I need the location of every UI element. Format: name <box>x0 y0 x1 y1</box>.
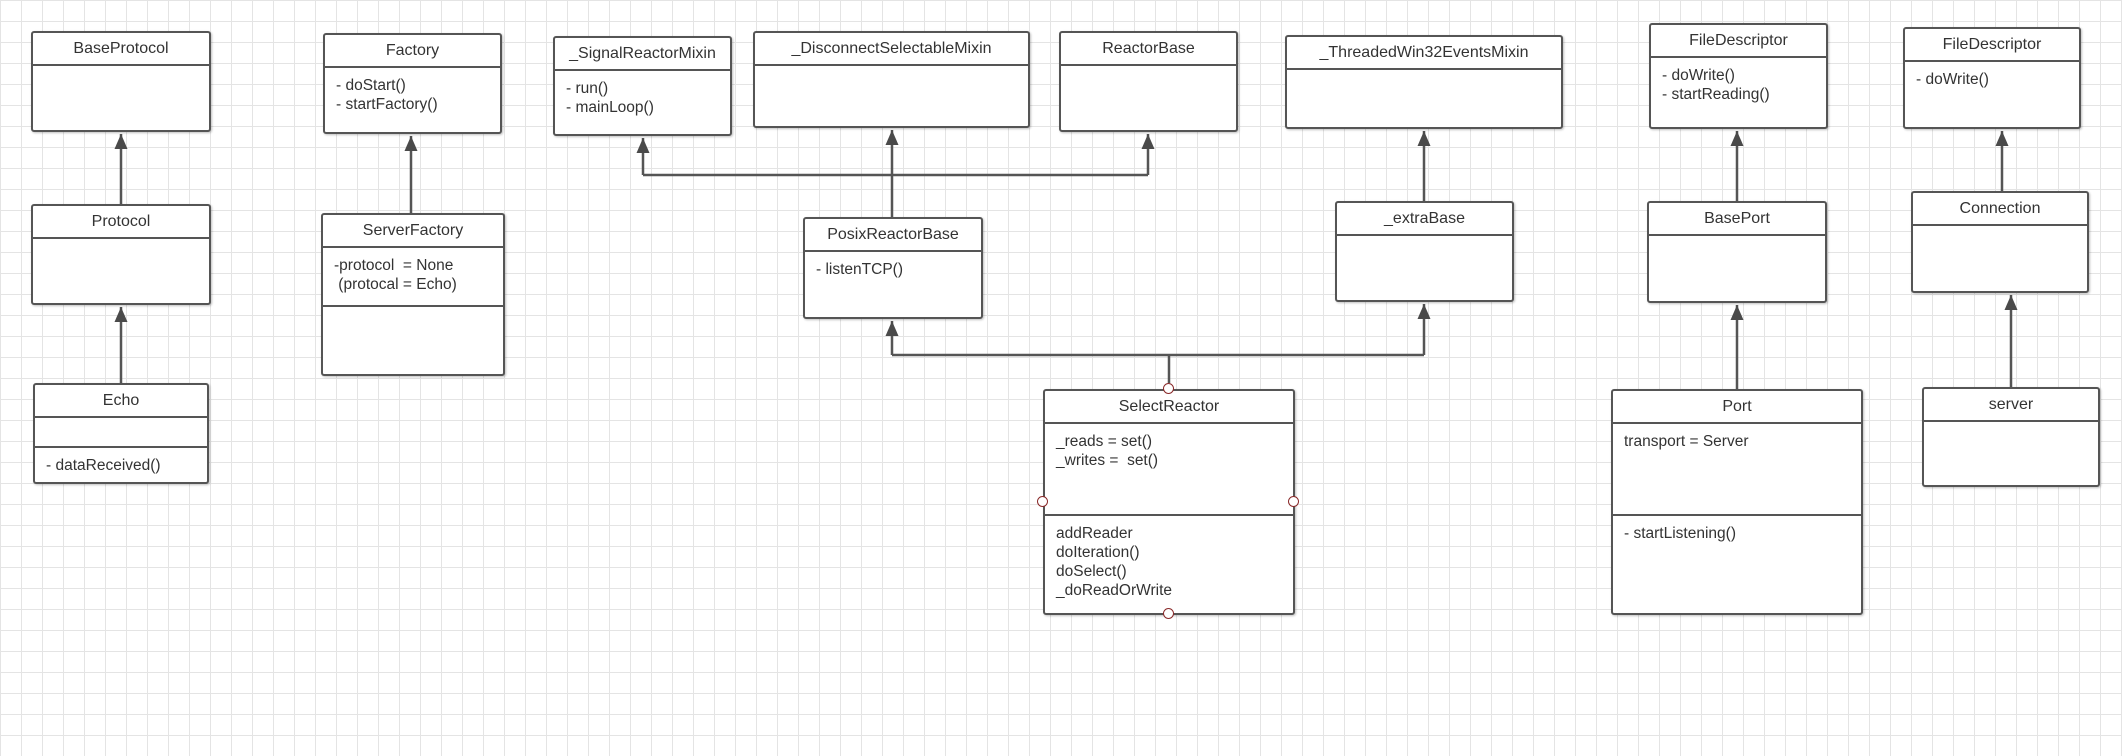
class-selectreactor[interactable]: SelectReactor_reads = set() _writes = se… <box>1043 389 1295 615</box>
class-name: FileDescriptor <box>1651 25 1826 58</box>
class-methods: - dataReceived() <box>46 457 161 474</box>
arrowhead-icon <box>636 138 650 153</box>
class-extrabase[interactable]: _extraBase <box>1335 201 1514 302</box>
arrowhead-icon <box>1141 134 1155 149</box>
class-attributes <box>1287 70 1561 127</box>
class-attributes: - doWrite() - startReading() <box>1662 67 1770 103</box>
arrowhead-icon <box>404 136 418 151</box>
class-attributes <box>1649 236 1825 301</box>
class-connection[interactable]: Connection <box>1911 191 2089 293</box>
class-reactorbase[interactable]: ReactorBase <box>1059 31 1238 132</box>
class-factory[interactable]: Factory - doStart() - startFactory() <box>323 33 502 134</box>
class-signalreactormixin[interactable]: _SignalReactorMixin - run() - mainLoop() <box>553 36 732 136</box>
class-name: SelectReactor <box>1045 391 1293 424</box>
class-attributes: - run() - mainLoop() <box>566 80 654 116</box>
arrowhead-icon <box>2004 295 2018 310</box>
class-attributes: -protocol = None (protocal = Echo) <box>323 248 503 307</box>
class-name: Factory <box>325 35 500 68</box>
connection-port-icon[interactable] <box>1288 496 1299 507</box>
class-name: _extraBase <box>1337 203 1512 236</box>
class-posixreactorbase[interactable]: PosixReactorBase - listenTCP() <box>803 217 983 319</box>
class-name: server <box>1924 389 2098 422</box>
class-attributes <box>1924 422 2098 485</box>
class-server[interactable]: server <box>1922 387 2100 487</box>
class-methods: - startListening() <box>1624 525 1736 542</box>
class-disconnectselectablemixin[interactable]: _DisconnectSelectableMixin <box>753 31 1030 128</box>
connection-port-icon[interactable] <box>1037 496 1048 507</box>
class-baseprotocol[interactable]: BaseProtocol <box>31 31 211 132</box>
arrowhead-icon <box>885 321 899 336</box>
class-attributes <box>33 239 209 303</box>
arrowhead-icon <box>1417 131 1431 146</box>
class-echo[interactable]: Echo - dataReceived() <box>33 383 209 484</box>
arrowhead-icon <box>114 307 128 322</box>
class-attributes: transport = Server <box>1613 424 1861 516</box>
class-name: BaseProtocol <box>33 33 209 66</box>
arrowhead-icon <box>1995 131 2009 146</box>
class-methods <box>323 307 503 374</box>
arrowhead-icon <box>1417 304 1431 319</box>
arrowhead-icon <box>1730 305 1744 320</box>
class-methods: addReader doIteration() doSelect() _doRe… <box>1056 525 1173 599</box>
class-name: Echo <box>35 385 207 418</box>
arrowhead-icon <box>885 130 899 145</box>
class-filedescriptor1[interactable]: FileDescriptor - doWrite() - startReading… <box>1649 23 1828 129</box>
class-name: ServerFactory <box>323 215 503 248</box>
arrowhead-icon <box>114 134 128 149</box>
class-name: _SignalReactorMixin <box>555 38 730 71</box>
class-name: ReactorBase <box>1061 33 1236 66</box>
class-attributes: _reads = set() _writes = set() <box>1045 424 1293 516</box>
class-attributes <box>33 66 209 130</box>
class-name: PosixReactorBase <box>805 219 981 252</box>
class-filedescriptor2[interactable]: FileDescriptor - doWrite() <box>1903 27 2081 129</box>
class-serverfactory[interactable]: ServerFactory-protocol = None (protocal … <box>321 213 505 376</box>
connection-port-icon[interactable] <box>1163 383 1174 394</box>
class-name: BasePort <box>1649 203 1825 236</box>
arrowhead-icon <box>1730 131 1744 146</box>
class-name: _DisconnectSelectableMixin <box>755 33 1028 66</box>
class-threadedwin32eventsmixin[interactable]: _ThreadedWin32EventsMixin <box>1285 35 1563 129</box>
class-name: Port <box>1613 391 1861 424</box>
class-baseport[interactable]: BasePort <box>1647 201 1827 303</box>
class-name: Connection <box>1913 193 2087 226</box>
class-attributes <box>35 418 207 448</box>
class-attributes: - listenTCP() <box>816 261 903 278</box>
class-attributes: - doWrite() <box>1916 71 1989 88</box>
class-attributes <box>1061 66 1236 130</box>
class-attributes: - doStart() - startFactory() <box>336 77 438 113</box>
connection-port-icon[interactable] <box>1163 608 1174 619</box>
class-attributes <box>1913 226 2087 291</box>
class-attributes <box>755 66 1028 126</box>
class-name: _ThreadedWin32EventsMixin <box>1287 37 1561 70</box>
class-attributes <box>1337 236 1512 300</box>
class-name: FileDescriptor <box>1905 29 2079 62</box>
class-protocol[interactable]: Protocol <box>31 204 211 305</box>
class-name: Protocol <box>33 206 209 239</box>
